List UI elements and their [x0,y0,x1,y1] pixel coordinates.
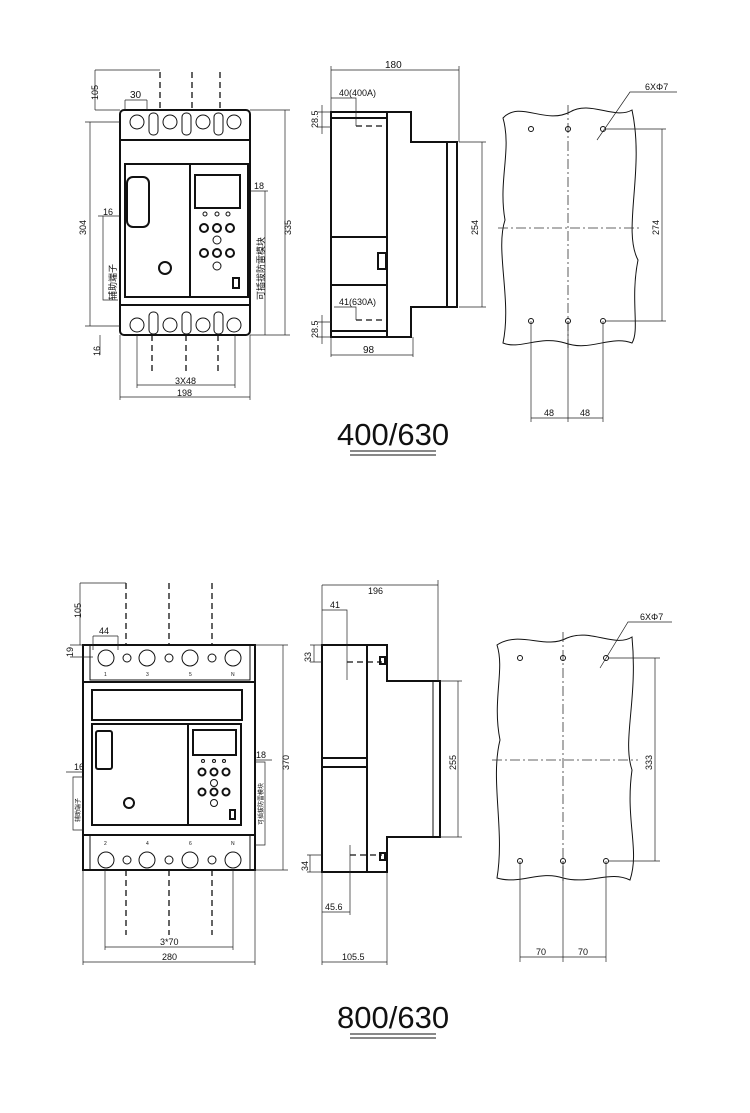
dim-19: 19 [65,647,75,657]
hole-label: 6XΦ7 [645,82,668,92]
dim-41-630a: 41(630A) [339,297,376,307]
dim-3x48: 3X48 [175,376,196,386]
lcd-display [194,174,241,209]
dim-105: 105 [90,85,100,100]
dim-196: 196 [368,586,383,596]
top-band [91,689,243,721]
aux-terminal-label: 辅助端子 [74,798,82,822]
dim-70-right: 70 [578,947,588,957]
dim-180: 180 [385,60,402,71]
dim-198: 198 [177,388,192,398]
bottom-terminals [129,311,242,335]
dim-48-left: 48 [544,408,554,418]
mounting-holes [528,126,606,324]
dim-30: 30 [130,90,142,101]
dim-280: 280 [162,952,177,962]
dim-28-5-top: 28.5 [310,110,320,128]
svg-text:4: 4 [146,841,149,847]
test-button-icon [123,797,135,809]
surge-module-label: 可插拔防雷模块 [257,783,265,825]
keypad-icon [199,211,240,289]
svg-text:6: 6 [189,841,192,847]
aux-terminal-label: 辅助端子 [107,264,119,300]
svg-text:3: 3 [146,672,149,678]
dim-3x70: 3*70 [160,937,179,947]
dim-70-left: 70 [536,947,546,957]
dim-18-module: 18 [256,750,266,760]
dim-333: 333 [644,755,654,770]
top-terminals: 1 3 5 N [97,649,242,678]
bottom-terminals: 2 4 6 N [97,841,242,869]
svg-text:1: 1 [104,672,107,678]
mounting-plate-outline [501,107,639,347]
dim-255: 255 [448,755,458,770]
keypad-icon [197,759,236,820]
dim-33: 33 [303,652,313,662]
dim-16-bottom: 16 [92,346,102,356]
side-view-800: 196 41 33 255 34 45.6 105.5 [300,580,462,965]
top-terminals [129,112,242,136]
dim-44: 44 [99,626,109,636]
dim-41: 41 [330,600,340,610]
dim-335: 335 [283,220,293,235]
section-title-800: 800/630 [337,1000,449,1035]
section-title-400: 400/630 [337,417,449,452]
surge-module-label: 可插拔防雷模块 [255,237,267,300]
dim-28-5-bottom: 28.5 [310,320,320,338]
dim-370: 370 [281,755,291,770]
dim-45-6: 45.6 [325,902,343,912]
dim-304: 304 [78,220,88,235]
breaker-body [82,644,256,871]
svg-text:N: N [231,841,235,847]
dim-40-400a: 40(400A) [339,88,376,98]
svg-text:N: N [231,672,235,678]
front-panel [124,163,249,298]
front-panel [91,723,242,826]
dim-105: 105 [73,603,83,618]
hole-label: 6XΦ7 [640,612,663,622]
dim-274: 274 [651,220,661,235]
dim-18-module: 18 [254,181,264,191]
front-view-800: 1 3 5 N 2 4 6 N 105 44 19 16 辅助端子 370 18… [65,582,291,965]
mounting-view-400: 6XΦ7 274 48 48 [498,82,677,422]
mounting-view-800: 6XΦ7 333 70 70 [492,612,672,962]
breaker-body [119,109,251,336]
dim-48-right: 48 [580,408,590,418]
handle-icon [95,730,113,770]
handle-icon [126,176,150,228]
front-view-400: 105 30 304 16 辅助端子 335 18 可插拔防雷模块 16 3X4… [78,69,293,400]
dim-98: 98 [363,345,375,356]
side-view-400: 180 40(400A) 28.5 254 41(630A) 28.5 98 [310,60,486,357]
dim-16-aux: 16 [74,762,84,772]
dim-254: 254 [470,220,480,235]
dim-105-5: 105.5 [342,952,365,962]
dim-16-aux: 16 [103,207,113,217]
svg-text:2: 2 [104,841,107,847]
side-outline [330,111,458,338]
svg-text:5: 5 [189,672,192,678]
lcd-display [192,729,237,756]
mounting-plate-outline [495,634,635,881]
test-button-icon [158,261,172,275]
dim-34: 34 [300,861,310,871]
